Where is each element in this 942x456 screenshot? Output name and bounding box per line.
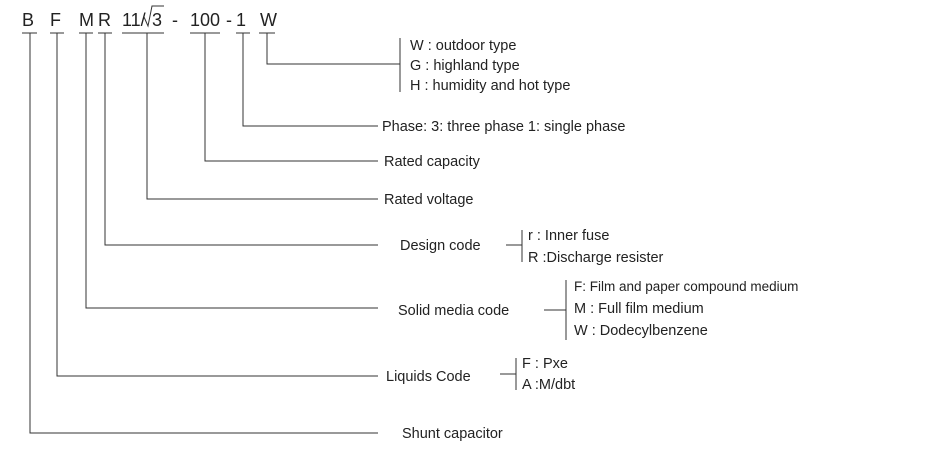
solid-option-m: M : Full film medium [574, 301, 704, 317]
solid-option-f: F: Film and paper compound medium [574, 279, 798, 294]
code-voltage-number: 11/ [122, 10, 146, 30]
model-code: B F M R 11/ 3 - 100 - 1 W [22, 5, 277, 30]
liquids-code-label: Liquids Code [386, 369, 471, 385]
phase-label: Phase: 3: three phase 1: single phase [382, 119, 625, 135]
code-letter-m: M [79, 10, 94, 30]
code-letter-b: B [22, 10, 34, 30]
leader-lines [29, 33, 567, 434]
code-dash-2: - [226, 10, 232, 30]
env-option-w: W : outdoor type [410, 38, 516, 54]
shunt-capacitor-label: Shunt capacitor [402, 426, 503, 442]
capacity-label: Rated capacity [384, 154, 481, 170]
liquids-option-f: F : Pxe [522, 356, 568, 372]
code-letter-w: W [260, 10, 277, 30]
liquids-option-a: A :M/dbt [522, 377, 575, 393]
code-capacity: 100 [190, 10, 220, 30]
code-phase: 1 [236, 10, 246, 30]
design-code-group: Design code r : Inner fuse R :Discharge … [400, 228, 664, 266]
solid-media-label: Solid media code [398, 303, 509, 319]
environment-options: W : outdoor type G : highland type H : h… [410, 38, 570, 94]
env-option-h: H : humidity and hot type [410, 78, 570, 94]
liquids-code-group: Liquids Code F : Pxe A :M/dbt [386, 356, 575, 393]
code-letter-f: F [50, 10, 61, 30]
env-option-g: G : highland type [410, 58, 520, 74]
code-dash-1: - [172, 10, 178, 30]
voltage-label: Rated voltage [384, 192, 473, 208]
code-voltage-root: 3 [152, 10, 162, 30]
design-code-label: Design code [400, 238, 481, 254]
solid-media-group: Solid media code F: Film and paper compo… [398, 279, 798, 339]
solid-option-w: W : Dodecylbenzene [574, 323, 708, 339]
code-letter-r: R [98, 10, 111, 30]
design-option-r-upper: R :Discharge resister [528, 250, 664, 266]
design-option-r-lower: r : Inner fuse [528, 228, 609, 244]
sqrt-sign [143, 5, 164, 28]
